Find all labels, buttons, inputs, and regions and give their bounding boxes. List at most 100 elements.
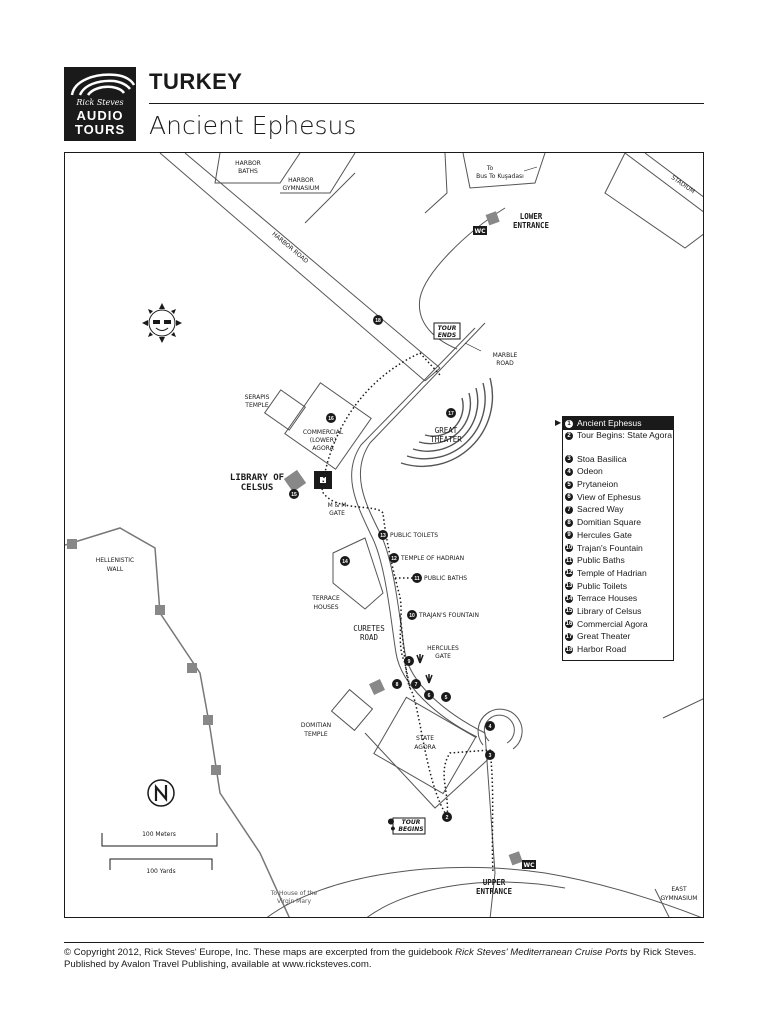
legend-number: 3 xyxy=(565,455,573,464)
state-agora-shape xyxy=(373,696,477,795)
svg-text:8: 8 xyxy=(396,682,399,688)
scale-bars xyxy=(101,833,218,870)
great-theater-shape xyxy=(400,377,494,468)
commercial-agora-label: COMMERCIAL(LOWER)AGORA xyxy=(303,429,344,452)
legend-item-4[interactable]: 4 Odeon xyxy=(563,465,673,478)
stop-marker-8: 8 xyxy=(392,679,402,689)
logo-audio: AUDIO xyxy=(76,108,124,123)
hellenistic-wall xyxy=(65,527,290,917)
legend-item-12[interactable]: 12 Temple of Hadrian xyxy=(563,567,673,580)
legend-number: 15 xyxy=(565,607,573,616)
legend-item-5[interactable]: 5 Prytaneion xyxy=(563,478,673,491)
library-of-celsus-block xyxy=(283,469,307,493)
legend-label: Prytaneion xyxy=(577,479,619,490)
legend-label: Temple of Hadrian xyxy=(577,567,647,578)
svg-text:9: 9 xyxy=(408,659,411,665)
svg-text:10: 10 xyxy=(409,613,415,619)
legend-number: 11 xyxy=(565,556,573,565)
serapis-temple-shape xyxy=(263,389,307,431)
east-gym-edge xyxy=(654,888,670,917)
footprints-icon xyxy=(388,818,395,831)
legend-number: 8 xyxy=(565,518,573,527)
legend-number: 10 xyxy=(565,544,573,552)
state-agora-outer xyxy=(364,732,496,809)
svg-text:14: 14 xyxy=(342,559,348,565)
legend-number: 18 xyxy=(565,645,573,654)
svg-text:5: 5 xyxy=(445,695,448,701)
legend-item-10[interactable]: 10 Trajan's Fountain xyxy=(563,542,673,555)
upper-entrance-inner xyxy=(366,881,566,917)
stop-marker-6: 6 xyxy=(424,690,434,700)
stop-marker-12: 12 xyxy=(389,553,399,563)
temple-of-hadrian-label: TEMPLE OF HADRIAN xyxy=(400,555,464,562)
legend-number: 5 xyxy=(565,480,573,489)
rick-steves-audio-tours-logo: Rick Steves AUDIO TOURS xyxy=(64,67,136,141)
legend-number: 16 xyxy=(565,620,573,629)
upper-entrance-block xyxy=(508,851,523,866)
wc-lower-icon xyxy=(473,226,487,235)
legend-number: 4 xyxy=(565,467,573,476)
svg-text:4: 4 xyxy=(489,724,492,730)
legend-label: Odeon xyxy=(577,466,603,477)
leader-lines xyxy=(464,166,538,352)
harbor-buildings xyxy=(214,153,356,224)
wc-upper-text: WC xyxy=(523,862,535,869)
svg-text:6: 6 xyxy=(428,693,431,699)
mm-gate-opening xyxy=(320,477,326,483)
stop-marker-16: 16 xyxy=(326,413,336,423)
svg-text:7: 7 xyxy=(415,682,418,688)
stop-marker-15: 15 xyxy=(289,489,299,499)
legend-label: Hercules Gate xyxy=(577,529,632,540)
viewpoint-icons xyxy=(416,654,433,684)
svg-text:2: 2 xyxy=(446,815,449,821)
wc-lower-text: WC xyxy=(474,228,486,235)
svg-text:11: 11 xyxy=(414,576,420,582)
odeon-shape xyxy=(477,708,523,750)
wall-towers xyxy=(67,539,221,775)
legend-number: 12 xyxy=(565,569,573,578)
domitian-temple-shape xyxy=(330,688,374,732)
legend-label: Ancient Ephesus xyxy=(577,418,642,428)
public-baths-label: PUBLIC BATHS xyxy=(424,575,467,582)
legend-label: Trajan's Fountain xyxy=(577,542,643,553)
marble-road-shape xyxy=(351,322,496,917)
stop-markers: 18 16 17 15 13 14 12 11 10 9 8 7 6 5 4 3… xyxy=(289,315,495,822)
svg-text:12: 12 xyxy=(391,556,397,562)
legend-number: 14 xyxy=(565,594,573,603)
north-arrow-icon xyxy=(147,779,175,807)
footer-text-after: by Rick Steves. Published by Avalon Trav… xyxy=(64,947,697,970)
map-drawing: 18 16 17 15 13 14 12 11 10 9 8 7 6 5 4 3… xyxy=(65,153,703,917)
svg-text:16: 16 xyxy=(328,416,334,422)
ephesus-map: 18 16 17 15 13 14 12 11 10 9 8 7 6 5 4 3… xyxy=(64,152,704,918)
stop-marker-3: 3 xyxy=(485,750,495,760)
legend-label: Great Theater xyxy=(577,631,631,642)
svg-text:15: 15 xyxy=(291,492,297,498)
legend-label: Sacred Way xyxy=(577,504,624,515)
logo-rick-steves: Rick Steves xyxy=(76,98,124,107)
harbor-road-shape xyxy=(159,153,441,382)
